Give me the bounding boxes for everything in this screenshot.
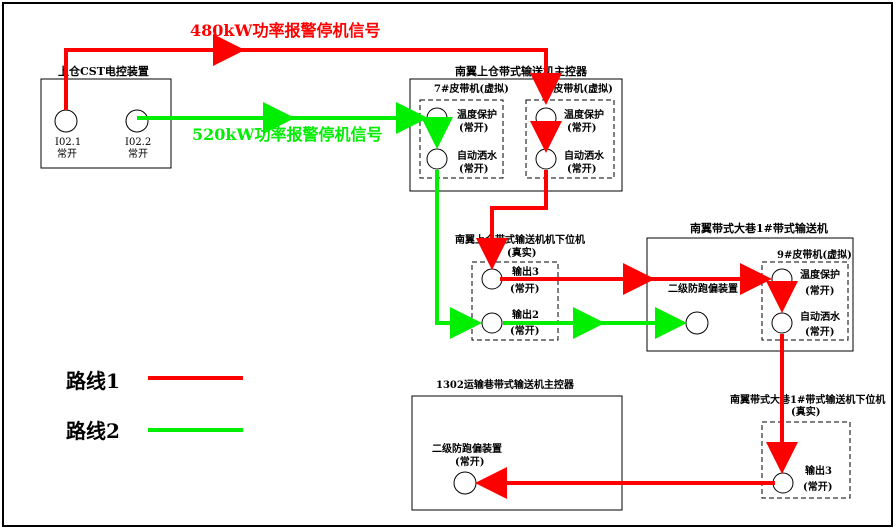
- big-incline-title: 南翼带式大巷1#带式输送机: [690, 221, 828, 235]
- io1-label: I02.1: [55, 137, 81, 148]
- belt7-temp-contact: [426, 107, 448, 129]
- upper-cst-title: 上仓CST电控装置: [58, 64, 149, 78]
- main1302-box: [411, 395, 623, 511]
- belt8-spray-state: (常开): [567, 162, 596, 175]
- io2-state: 常开: [128, 147, 148, 160]
- main1302-safety-state: (常开): [455, 455, 484, 468]
- south-out2-label: 输出2: [512, 308, 539, 321]
- belt7-spray-state: (常开): [459, 162, 488, 175]
- belt8-temp-label: 温度保护: [564, 108, 604, 121]
- io2-label: I02.2: [125, 137, 151, 148]
- belt9-spray-label: 自动洒水: [800, 310, 841, 323]
- io-contact-1: [54, 109, 78, 133]
- legend-route2-label: 路线2: [66, 419, 120, 443]
- big-incline-safety-contact: [685, 311, 709, 335]
- belt9-title: 9#皮带机(虚拟): [777, 248, 852, 261]
- big-out3-state: (常开): [803, 480, 832, 493]
- belt7-dashed-box: [419, 99, 504, 179]
- belt9-spray-contact: [771, 312, 793, 334]
- belt8-spray-contact: [535, 148, 557, 170]
- legend-route1-label: 路线1: [66, 369, 120, 393]
- belt9-spray-state: (常开): [805, 325, 834, 338]
- belt9-temp-label: 温度保护: [800, 268, 840, 281]
- south-out2-contact: [481, 312, 503, 334]
- red-signal-label: 480kW功率报警停机信号: [190, 21, 380, 40]
- big-lower-subtitle: (真实): [791, 405, 820, 418]
- upper-cst-box: [40, 78, 172, 169]
- south-out2-state: (常开): [510, 324, 539, 337]
- belt9-temp-contact: [771, 268, 793, 290]
- belt8-spray-label: 自动洒水: [564, 149, 605, 162]
- main1302-safety-label: 二级防跑偏装置: [432, 442, 502, 455]
- io-contact-2: [125, 109, 149, 133]
- route2-wire: [137, 102, 687, 339]
- big-lower-title: 南翼带式大巷1#带式输送机下位机: [730, 393, 885, 406]
- belt7-spray-contact: [426, 148, 448, 170]
- belt7-temp-label: 温度保护: [457, 108, 497, 121]
- io1-state: 常开: [57, 147, 77, 160]
- big-lower-dashed-box: [761, 421, 851, 499]
- big-out3-label: 输出3: [805, 464, 832, 477]
- south-lower-dashed-box: [471, 261, 559, 341]
- belt7-spray-label: 自动洒水: [457, 149, 498, 162]
- route1-wire: [64, 34, 798, 499]
- south-lower-subtitle: (真实): [507, 246, 536, 259]
- belt8-dashed-box: [525, 99, 615, 179]
- belt7-title: 7#皮带机(虚拟): [434, 82, 509, 95]
- south-main-title: 南翼上仓带式输送机主控器: [455, 64, 588, 78]
- south-main-box: [409, 78, 623, 192]
- belt8-title: 8#皮带机(虚拟): [538, 82, 613, 95]
- south-out3-contact: [481, 268, 503, 290]
- big-incline-safety-label: 二级防跑偏装置: [668, 282, 738, 295]
- belt8-temp-state: (常开): [567, 121, 596, 134]
- south-lower-title: 南翼上仓带式输送机机下位机: [455, 233, 585, 246]
- belt8-temp-contact: [535, 107, 557, 129]
- belt7-temp-state: (常开): [459, 121, 488, 134]
- belt9-temp-state: (常开): [805, 284, 834, 297]
- belt9-dashed-box: [761, 261, 849, 341]
- big-out3-contact: [772, 472, 794, 494]
- south-out3-state: (常开): [510, 282, 539, 295]
- main1302-title: 1302运输巷带式输送机主控器: [436, 378, 575, 391]
- main1302-safety-contact: [453, 471, 477, 495]
- green-signal-label: 520kW功率报警停机信号: [192, 125, 382, 144]
- south-out3-label: 输出3: [512, 265, 539, 278]
